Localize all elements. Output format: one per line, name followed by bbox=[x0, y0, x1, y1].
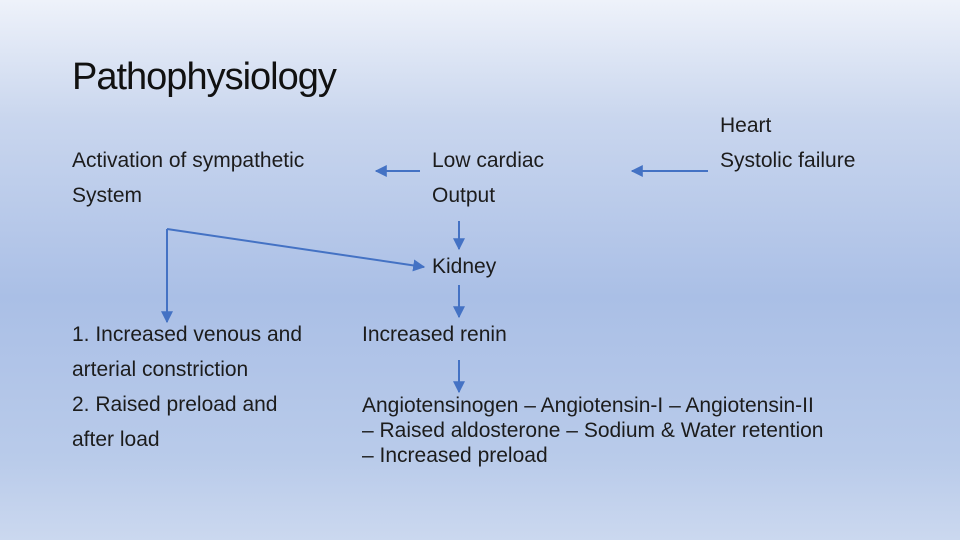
node-kidney: Kidney bbox=[432, 255, 497, 278]
node-raas-chain: Angiotensinogen – Angiotensin-I – Angiot… bbox=[362, 394, 824, 467]
node-vascular-effects: 1. Increased venous and arterial constri… bbox=[72, 323, 302, 451]
page-title: Pathophysiology bbox=[72, 56, 337, 98]
node-increased-renin: Increased renin bbox=[362, 323, 507, 346]
node-low-cardiac-output: Low cardiac Output bbox=[432, 149, 545, 207]
node-heart-systolic-failure: Heart Systolic failure bbox=[720, 114, 856, 172]
arrow-sympathetic-to-kidney bbox=[166, 228, 426, 272]
node-sympathetic-activation: Activation of sympathetic System bbox=[72, 149, 305, 207]
